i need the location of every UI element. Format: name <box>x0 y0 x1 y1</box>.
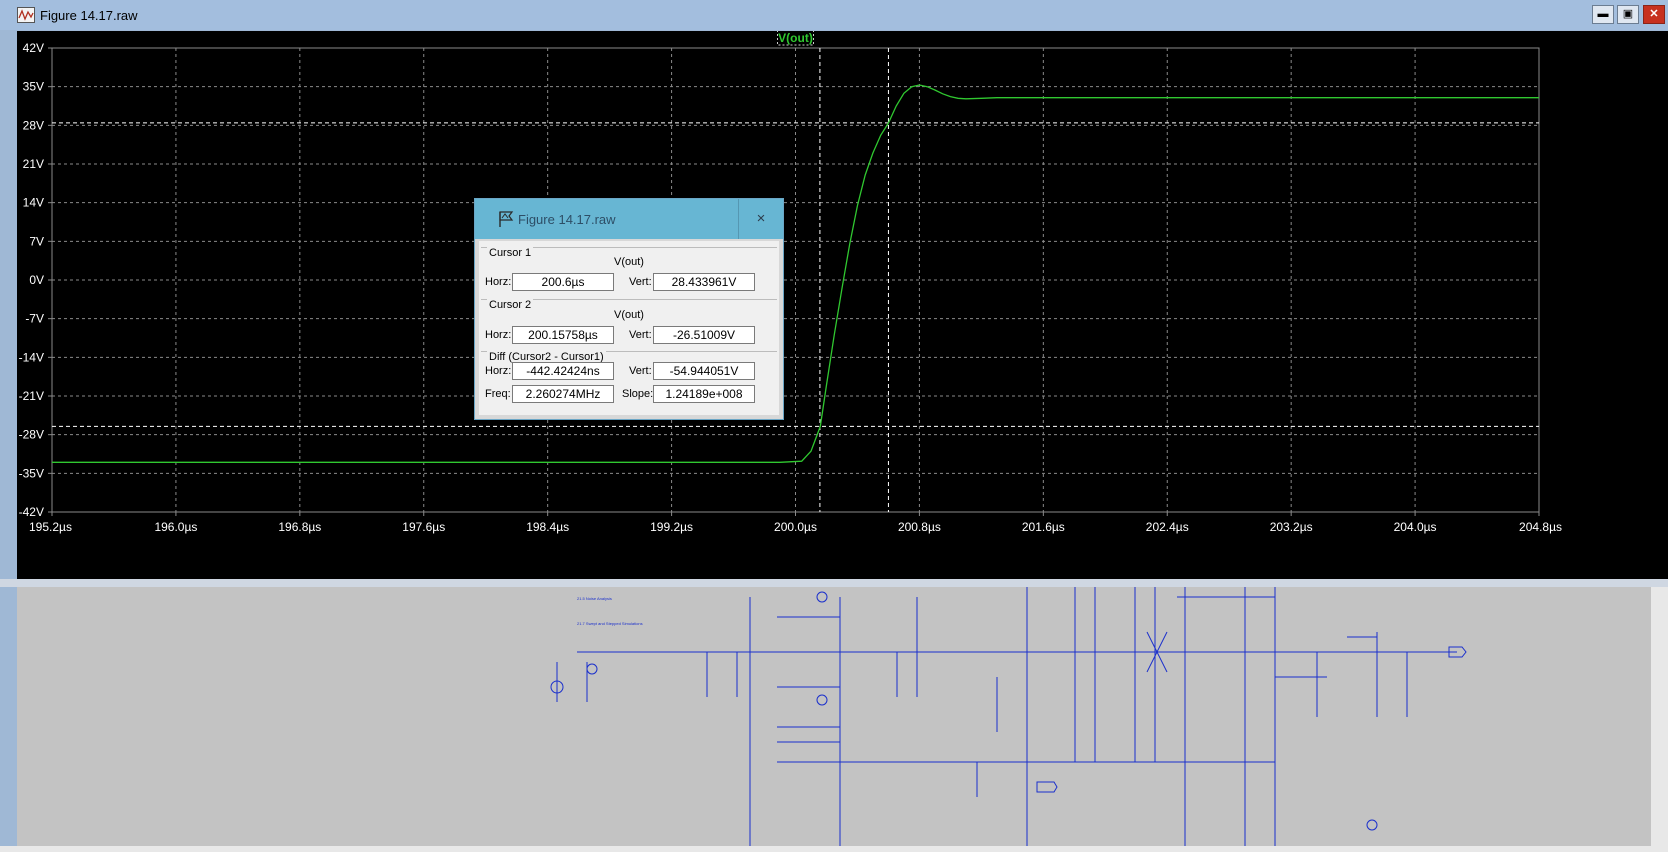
y-tick-label: 35V <box>23 80 44 94</box>
cursor-flag-icon <box>499 211 514 227</box>
x-tick-label: 201.6µs <box>1022 520 1065 534</box>
x-tick-label: 197.6µs <box>402 520 445 534</box>
diff-label: Diff (Cursor2 - Cursor1) <box>487 351 606 363</box>
x-tick-label: 198.4µs <box>526 520 569 534</box>
waveform-app-icon <box>17 7 35 23</box>
trace-line-0 <box>52 84 1539 463</box>
cursor2-signal: V(out) <box>614 309 644 321</box>
schematic-drawing: 21.5 Noise Analysis 21.7 Swept and Stepp… <box>550 587 1467 846</box>
y-tick-label: 7V <box>29 234 44 248</box>
diff-horz-field[interactable]: -442.42424ns <box>512 362 614 380</box>
window-title: Figure 14.17.raw <box>40 8 138 23</box>
cursor1-signal: V(out) <box>614 256 644 268</box>
dialog-body: Cursor 1 V(out) Horz: 200.6µs Vert: 28.4… <box>479 241 779 415</box>
x-tick-label: 196.0µs <box>154 520 197 534</box>
x-tick-label: 203.2µs <box>1270 520 1313 534</box>
minimize-button[interactable]: ▬ <box>1592 5 1614 24</box>
y-tick-label: -28V <box>19 428 44 442</box>
y-tick-label: -42V <box>19 505 44 519</box>
x-tick-label: 204.0µs <box>1394 520 1437 534</box>
x-tick-label: 196.8µs <box>278 520 321 534</box>
diff-vert-label: Vert: <box>629 365 652 377</box>
y-tick-label: -21V <box>19 389 44 403</box>
cursor1-vert-field[interactable]: 28.433961V <box>653 273 755 291</box>
x-tick-label: 200.8µs <box>898 520 941 534</box>
y-tick-label: -7V <box>25 312 44 326</box>
cursor2-vert-field[interactable]: -26.51009V <box>653 326 755 344</box>
svg-text:21.7 Swept and Stepped Simulat: 21.7 Swept and Stepped Simulations <box>577 621 643 626</box>
cursor1-horz-field[interactable]: 200.6µs <box>512 273 614 291</box>
diff-slope-label: Slope: <box>622 388 654 400</box>
x-tick-label: 202.4µs <box>1146 520 1189 534</box>
schematic-pane[interactable]: 21.5 Noise Analysis 21.7 Swept and Stepp… <box>17 587 1651 846</box>
waveform-chart[interactable]: 42V 35V 28V 21V 14V 7V 0V -7V -14V -21V -28V -35V -4… <box>17 31 1668 579</box>
waveform-plot-pane[interactable]: 42V 35V 28V 21V 14V 7V 0V -7V -14V -21V -28V -35V -4… <box>17 31 1668 579</box>
x-tick-label: 200.0µs <box>774 520 817 534</box>
x-tick-label: 204.8µs <box>1519 520 1562 534</box>
cursor2-horz-field[interactable]: 200.15758µs <box>512 326 614 344</box>
pane-splitter[interactable] <box>0 579 1668 587</box>
dialog-title-bar[interactable]: Figure 14.17.raw × <box>475 199 783 239</box>
diff-freq-field[interactable]: 2.260274MHz <box>512 385 614 403</box>
diff-freq-label: Freq: <box>485 388 511 400</box>
status-strip <box>0 846 1668 852</box>
window-title-bar[interactable]: Figure 14.17.raw ▬ ▣ ✕ <box>0 0 1668 30</box>
y-tick-label: 28V <box>23 118 44 132</box>
cursor-readout-dialog[interactable]: Figure 14.17.raw × Cursor 1 V(out) Horz:… <box>474 198 784 420</box>
cursor2-group: Cursor 2 <box>481 299 777 311</box>
y-tick-label: -35V <box>19 466 44 480</box>
svg-text:21.5 Noise Analysis: 21.5 Noise Analysis <box>577 596 612 601</box>
cursor1-label: Cursor 1 <box>487 247 534 259</box>
cursor2-horz-label: Horz: <box>485 329 512 341</box>
scrollbar-area[interactable] <box>1651 587 1668 852</box>
cursor2-vert-label: Vert: <box>629 329 652 341</box>
x-tick-label: 199.2µs <box>650 520 693 534</box>
diff-slope-field[interactable]: 1.24189e+008 <box>653 385 755 403</box>
cursor2-label: Cursor 2 <box>487 299 534 311</box>
x-tick-label: 195.2µs <box>29 520 72 534</box>
y-tick-label: 0V <box>29 273 44 287</box>
trace-legend-label: V(out) <box>778 31 813 45</box>
diff-horz-label: Horz: <box>485 365 512 377</box>
diff-group: Diff (Cursor2 - Cursor1) <box>481 351 777 363</box>
trace-legend-box <box>777 31 814 46</box>
close-button[interactable]: ✕ <box>1643 5 1665 24</box>
y-tick-label: 42V <box>23 41 44 55</box>
dialog-title: Figure 14.17.raw <box>518 212 616 227</box>
cursor1-horz-label: Horz: <box>485 276 512 288</box>
dialog-close-button[interactable]: × <box>738 199 783 239</box>
y-tick-label: 21V <box>23 157 44 171</box>
cursor1-vert-label: Vert: <box>629 276 652 288</box>
y-tick-label: -14V <box>19 350 44 364</box>
maximize-button[interactable]: ▣ <box>1617 5 1639 24</box>
cursor1-group: Cursor 1 <box>481 247 777 259</box>
y-tick-label: 14V <box>23 196 44 210</box>
diff-vert-field[interactable]: -54.944051V <box>653 362 755 380</box>
